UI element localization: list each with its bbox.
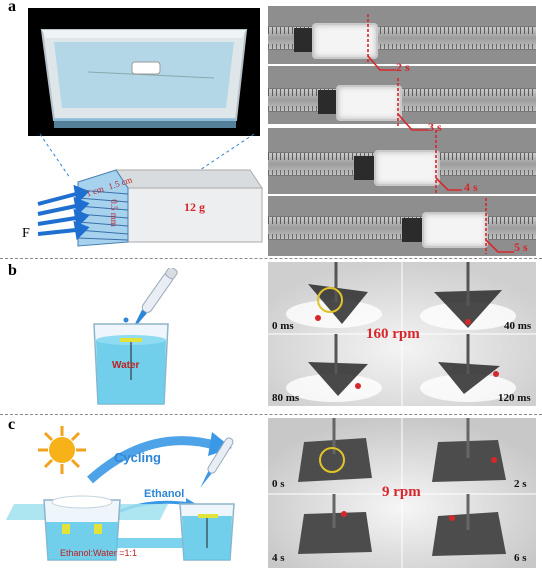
frame-time-label: 3 s — [428, 120, 442, 134]
panel-label-b: b — [8, 262, 17, 279]
panel-label-c: c — [8, 416, 16, 433]
rotation-photo-grid — [268, 262, 536, 406]
divider — [0, 258, 542, 259]
frame-time-label: 6 s — [514, 552, 527, 564]
water-label: Water — [112, 360, 140, 371]
ruler-frame-1 — [268, 6, 536, 64]
frame-time-label: 0 ms — [272, 320, 294, 332]
mass-label: 12 g — [184, 200, 205, 214]
water-beaker-illustration — [93, 268, 178, 405]
rotation-speed-label: 160 rpm — [366, 326, 420, 342]
mixture-ratio-label: Ethanol:Water =1:1 — [60, 548, 137, 558]
frame-time-label: 2 s — [514, 478, 527, 490]
frame-time-label: 4 s — [464, 180, 478, 194]
force-label: F — [22, 226, 30, 241]
frame-time-label: 80 ms — [272, 392, 300, 404]
boat-diagram — [37, 133, 263, 247]
container-illustration — [40, 29, 248, 128]
panel-label-a: a — [8, 0, 16, 15]
cycling-illustration — [6, 426, 235, 561]
ruler-frame-4 — [268, 196, 536, 256]
frame-time-label: 5 s — [514, 240, 528, 254]
ruler-frame-3 — [268, 128, 536, 194]
rotation-speed-label: 9 rpm — [382, 484, 421, 500]
divider — [0, 414, 542, 415]
evaporation-photo-grid — [268, 418, 536, 568]
container-photo — [28, 8, 260, 136]
ethanol-label: Ethanol — [144, 488, 185, 500]
ruler-frame-2 — [268, 66, 536, 124]
frame-time-label: 0 s — [272, 478, 285, 490]
frame-time-label: 40 ms — [504, 320, 532, 332]
sun-icon — [38, 426, 86, 474]
frame-time-label: 4 s — [272, 552, 285, 564]
cycling-label: Cycling — [114, 450, 161, 465]
frame-time-label: 120 ms — [498, 392, 531, 404]
position-markers — [367, 14, 514, 254]
frame-time-label: 2 s — [396, 60, 410, 74]
dim-thickness-label: 0.5 mm — [108, 199, 119, 227]
rotor-frame — [286, 262, 382, 328]
